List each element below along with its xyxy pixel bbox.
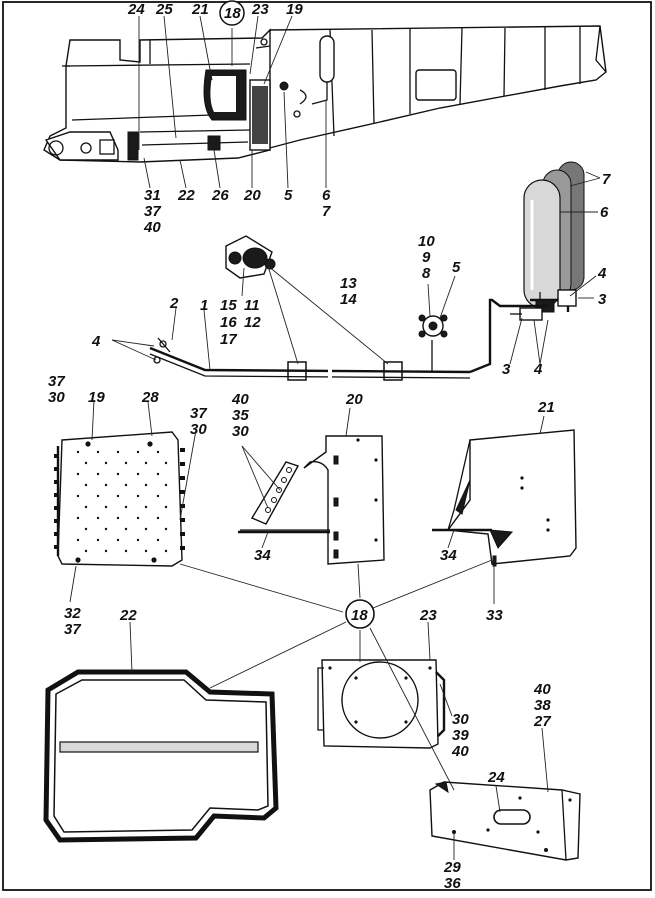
callout-38: 38: [534, 697, 551, 714]
callout-24-panel: 24: [487, 769, 505, 786]
panel-20: [238, 435, 385, 565]
callout-30-p20: 30: [232, 423, 249, 440]
panel-23: [317, 659, 446, 749]
callout-19: 19: [286, 1, 303, 18]
callout-labels: 24 25 21 18 23 19 31 37 40 22 26 20 5 6 …: [48, 1, 611, 898]
callout-20: 20: [243, 187, 261, 204]
callout-33: 33: [486, 607, 503, 624]
callout-39: 39: [452, 727, 469, 744]
callout-25: 25: [155, 1, 173, 18]
callout-2: 2: [169, 295, 179, 312]
callout-8: 8: [422, 265, 431, 282]
callout-17: 17: [220, 331, 237, 348]
callout-5: 5: [284, 187, 293, 204]
callout-13: 13: [340, 275, 357, 292]
panel-24: [429, 781, 581, 861]
callout-18-top: 18: [224, 5, 241, 22]
callout-40-p24: 40: [533, 681, 551, 698]
callout-6-bottle: 6: [600, 204, 609, 221]
callout-22: 22: [177, 187, 195, 204]
callout-15: 15: [220, 297, 237, 314]
callout-24: 24: [127, 1, 145, 18]
callout-26: 26: [211, 187, 229, 204]
callout-18-hub: 18: [351, 607, 368, 624]
callout-37-p19-bottom: 37: [64, 621, 81, 638]
callout-16: 16: [220, 314, 237, 331]
callout-34-p20: 34: [254, 547, 271, 564]
callout-4-pipe-left: 4: [91, 333, 101, 350]
callout-23-panel: 23: [419, 607, 437, 624]
callout-35: 35: [232, 407, 249, 424]
piping-assembly: [149, 235, 471, 382]
callout-28: 28: [141, 389, 159, 406]
callout-19-panel: 19: [88, 389, 105, 406]
callout-14: 14: [340, 291, 357, 308]
callout-30-p19: 30: [48, 389, 65, 406]
callout-12: 12: [244, 314, 261, 331]
callout-22-panel: 22: [119, 607, 137, 624]
callout-32: 32: [64, 605, 81, 622]
callout-37-p19: 37: [48, 373, 65, 390]
callout-21: 21: [191, 1, 209, 18]
panel-22: [43, 669, 279, 843]
callout-34-p21: 34: [440, 547, 457, 564]
callout-7-bottle: 7: [602, 171, 611, 188]
callout-40-p20: 40: [231, 391, 249, 408]
callout-3-pipe: 3: [502, 361, 511, 378]
callout-37: 37: [144, 203, 161, 220]
callout-31: 31: [144, 187, 161, 204]
callout-36: 36: [444, 875, 461, 892]
callout-37-p19-right: 37: [190, 405, 207, 422]
callout-9: 9: [422, 249, 431, 266]
callout-21-panel: 21: [537, 399, 555, 416]
callout-20-panel: 20: [345, 391, 363, 408]
callout-7: 7: [322, 203, 331, 220]
callout-29: 29: [443, 859, 461, 876]
panel-21: [432, 429, 577, 567]
callout-1: 1: [200, 297, 208, 314]
fuselage-drawing: [43, 25, 607, 163]
callout-11: 11: [244, 297, 260, 314]
callout-3-bottle: 3: [598, 291, 607, 308]
panel-19: [54, 431, 185, 567]
callout-5-valve: 5: [452, 259, 461, 276]
leader-lines: [69, 15, 601, 860]
callout-30-p19-right: 30: [190, 421, 207, 438]
callout-27: 27: [533, 713, 551, 730]
callout-30-p23: 30: [452, 711, 469, 728]
callout-40-p23: 40: [451, 743, 469, 760]
oxygen-bottles: [469, 161, 585, 374]
callout-23: 23: [251, 1, 269, 18]
callout-4-pipe: 4: [533, 361, 543, 378]
callout-40: 40: [143, 219, 161, 236]
top-hub-circle: [219, 0, 245, 26]
callout-6: 6: [322, 187, 331, 204]
callout-4-bottle: 4: [597, 265, 607, 282]
hub-circle: [345, 599, 375, 629]
callout-10: 10: [418, 233, 435, 250]
